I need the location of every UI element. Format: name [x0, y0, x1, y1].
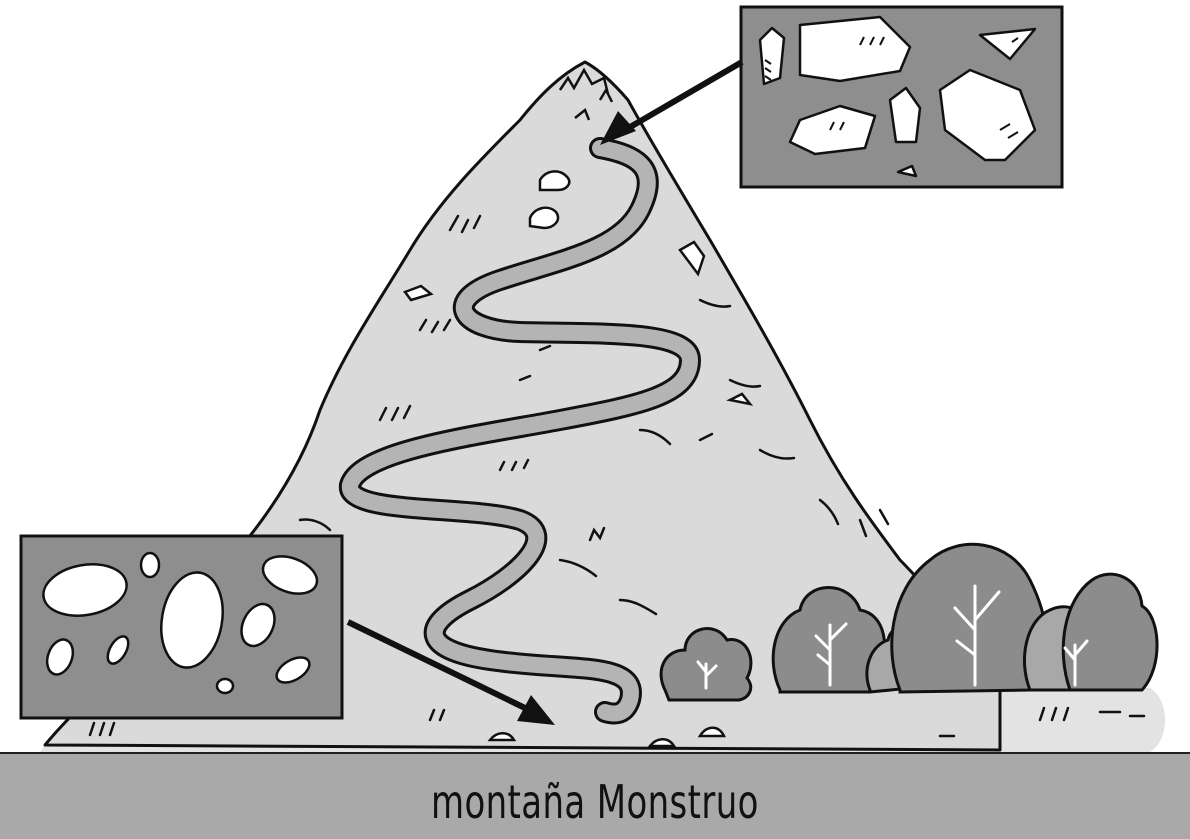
caption-label: montaña Monstruo [431, 775, 759, 829]
jagged-rock-inset [741, 7, 1062, 187]
bush-icon [1063, 574, 1157, 690]
rounded-pebble-inset [21, 536, 342, 718]
caption-band: montaña Monstruo [0, 752, 1190, 839]
